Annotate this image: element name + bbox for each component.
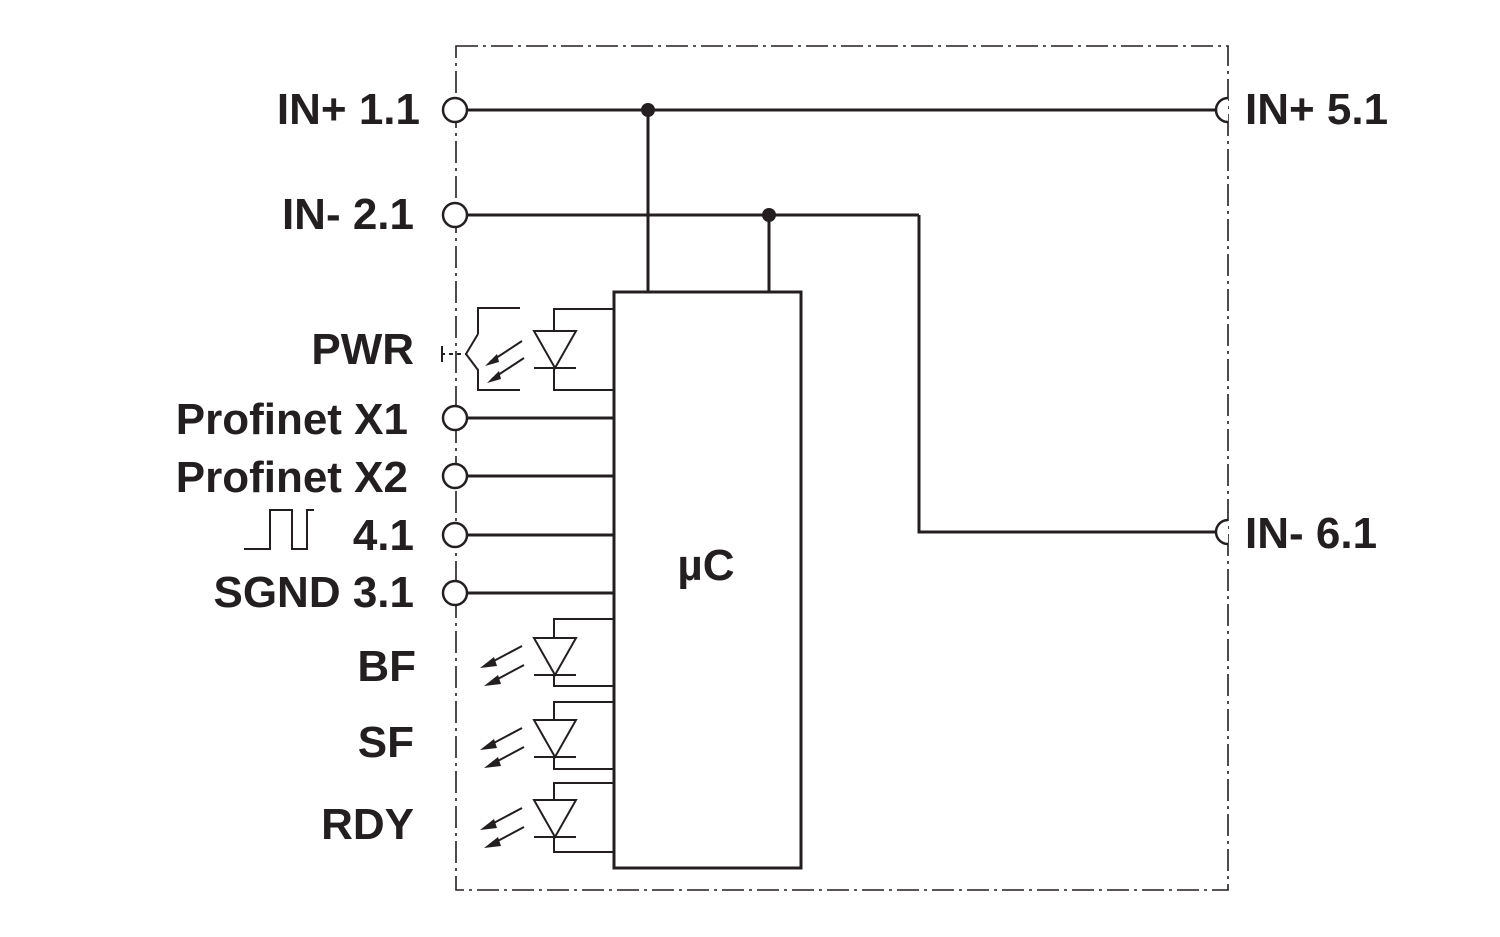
- label-profinet-x1: Profinet X1: [176, 395, 408, 444]
- label-in-plus-5: IN+ 5.1: [1245, 85, 1388, 134]
- label-pwr: PWR: [311, 325, 414, 374]
- label-pulse: 4.1: [353, 511, 414, 560]
- label-profinet-x2: Profinet X2: [176, 453, 408, 502]
- terminal-in-minus-6: [1214, 518, 1229, 546]
- led-icon: [480, 701, 614, 770]
- terminal-profinet-x1: [441, 404, 469, 432]
- housing-boundary: [455, 45, 1229, 891]
- junction-dot: [641, 103, 655, 117]
- label-bf: BF: [357, 642, 416, 691]
- terminal-profinet-x2: [441, 462, 469, 490]
- junction-dot: [762, 208, 776, 222]
- led-icon: [480, 618, 614, 687]
- terminal-pulse: [441, 521, 469, 549]
- label-sgnd: SGND 3.1: [213, 568, 414, 617]
- terminal-sgnd: [441, 579, 469, 607]
- label-sf: SF: [358, 718, 414, 767]
- terminal-in-plus-1: [441, 96, 469, 124]
- wire-in-minus-out: [917, 215, 1218, 534]
- led-icon: [480, 782, 614, 853]
- label-in-plus-1: IN+ 1.1: [277, 85, 420, 134]
- led-icon: [485, 308, 614, 391]
- label-in-minus-2: IN- 2.1: [282, 190, 414, 239]
- microcontroller-label: µC: [677, 541, 734, 590]
- switch-icon: [441, 307, 520, 391]
- microcontroller-block: [612, 290, 803, 870]
- label-in-minus-6: IN- 6.1: [1245, 509, 1377, 558]
- terminal-in-minus-2: [441, 201, 469, 229]
- terminal-in-plus-5: [1214, 96, 1229, 124]
- label-rdy: RDY: [321, 800, 414, 849]
- square-wave-icon: [244, 509, 314, 550]
